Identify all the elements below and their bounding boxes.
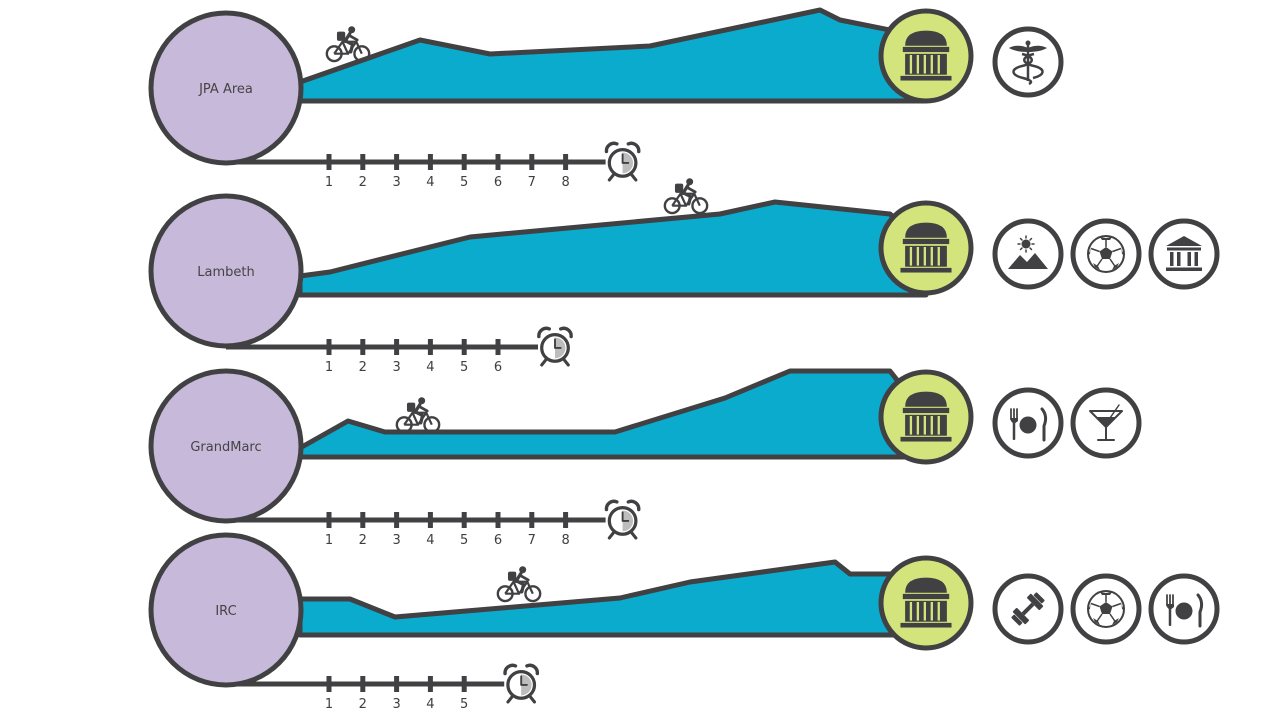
timeline-tick	[360, 512, 366, 528]
timeline-tick	[461, 339, 467, 355]
timeline-tick	[529, 154, 535, 170]
amenity-badge	[1070, 387, 1142, 459]
timeline-tick-label: 4	[426, 697, 434, 712]
amenity-circle	[992, 218, 1064, 290]
amenity-badge	[992, 26, 1064, 98]
amenity-badge	[992, 387, 1064, 459]
amenity-badge	[1070, 573, 1142, 645]
terrain-profile	[297, 199, 929, 298]
soccer-ball-icon	[1087, 590, 1125, 628]
timeline-tick-label: 2	[359, 697, 367, 712]
timeline-tick-label: 4	[426, 533, 434, 548]
timeline-tick	[326, 154, 332, 170]
timeline-tick	[461, 154, 467, 170]
timeline-tick-label: 3	[392, 697, 400, 712]
building-icon	[900, 30, 952, 81]
timeline-tick-label: 2	[359, 533, 367, 548]
alarm-clock-icon	[537, 326, 573, 367]
timeline-tick-label: 1	[325, 533, 333, 548]
building-icon	[900, 577, 952, 628]
timeline-tick-label: 7	[528, 533, 536, 548]
terrain-profile	[297, 368, 929, 460]
timeline-tick-label: 6	[494, 533, 502, 548]
amenity-badge	[992, 218, 1064, 290]
timeline-tick	[360, 676, 366, 692]
origin-circle	[148, 10, 304, 166]
timeline-tick	[529, 512, 535, 528]
timeline-tick-label: 3	[392, 175, 400, 190]
timeline-tick	[326, 339, 332, 355]
timeline-tick-label: 1	[325, 697, 333, 712]
timeline-tick-label: 5	[460, 697, 468, 712]
terrain-profile	[297, 7, 929, 104]
building-icon	[900, 222, 952, 273]
timeline-tick	[394, 339, 400, 355]
amenity-badge	[1148, 218, 1220, 290]
timeline-tick	[394, 676, 400, 692]
origin-label: GrandMarc	[190, 440, 261, 455]
timeline-tick	[427, 512, 433, 528]
timeline-tick	[461, 512, 467, 528]
timeline-tick-label: 5	[460, 533, 468, 548]
timeline-tick	[563, 154, 569, 170]
timeline-tick	[495, 512, 501, 528]
timeline-tick	[563, 512, 569, 528]
amenity-badge	[1070, 218, 1142, 290]
route-row: 1 2 3 4 5 6 7 8 JPA Area	[148, 7, 1064, 190]
timeline-tick-label: 3	[392, 533, 400, 548]
timeline-tick-label: 2	[359, 175, 367, 190]
timeline-tick	[360, 339, 366, 355]
amenity-badge	[1148, 573, 1220, 645]
origin-circle	[148, 532, 304, 688]
origin-circle	[148, 193, 304, 349]
cyclist-icon	[325, 26, 371, 63]
origin-circle	[148, 368, 304, 524]
cyclist-icon	[663, 178, 709, 215]
timeline-tick	[360, 154, 366, 170]
amenity-circle	[1148, 218, 1220, 290]
timeline-tick	[427, 154, 433, 170]
cyclist-icon	[496, 566, 542, 603]
amenity-badge	[992, 573, 1064, 645]
timeline-tick	[495, 339, 501, 355]
timeline-tick-label: 4	[426, 360, 434, 375]
timeline-tick-label: 6	[494, 175, 502, 190]
timeline-tick-label: 5	[460, 175, 468, 190]
timeline-tick-label: 2	[359, 360, 367, 375]
route-row: 1 2 3 4 5 6 7 8 GrandMarc	[148, 368, 1142, 548]
timeline-tick	[326, 512, 332, 528]
timeline-tick-label: 1	[325, 360, 333, 375]
terrain-profile	[297, 559, 929, 638]
timeline-tick	[427, 676, 433, 692]
cyclist-icon	[395, 397, 441, 434]
timeline-tick	[427, 339, 433, 355]
timeline-tick-label: 8	[561, 533, 569, 548]
origin-label: IRC	[215, 604, 236, 619]
building-icon	[900, 391, 952, 442]
timeline-tick	[495, 154, 501, 170]
alarm-clock-icon	[503, 663, 540, 704]
timeline-tick	[326, 676, 332, 692]
soccer-ball-icon	[1087, 235, 1125, 273]
timeline-tick-label: 1	[325, 175, 333, 190]
timeline-tick-label: 3	[392, 360, 400, 375]
timeline-tick-label: 7	[528, 175, 536, 190]
timeline-tick	[394, 154, 400, 170]
timeline-tick	[394, 512, 400, 528]
timeline-tick	[461, 676, 467, 692]
timeline-tick-label: 6	[494, 360, 502, 375]
timeline-tick-label: 4	[426, 175, 434, 190]
alarm-clock-icon	[604, 141, 641, 182]
origin-label: Lambeth	[197, 265, 254, 280]
timeline-tick-label: 8	[561, 175, 569, 190]
alarm-clock-icon	[604, 499, 641, 540]
timeline-tick-label: 5	[460, 360, 468, 375]
origin-label: JPA Area	[198, 82, 253, 97]
